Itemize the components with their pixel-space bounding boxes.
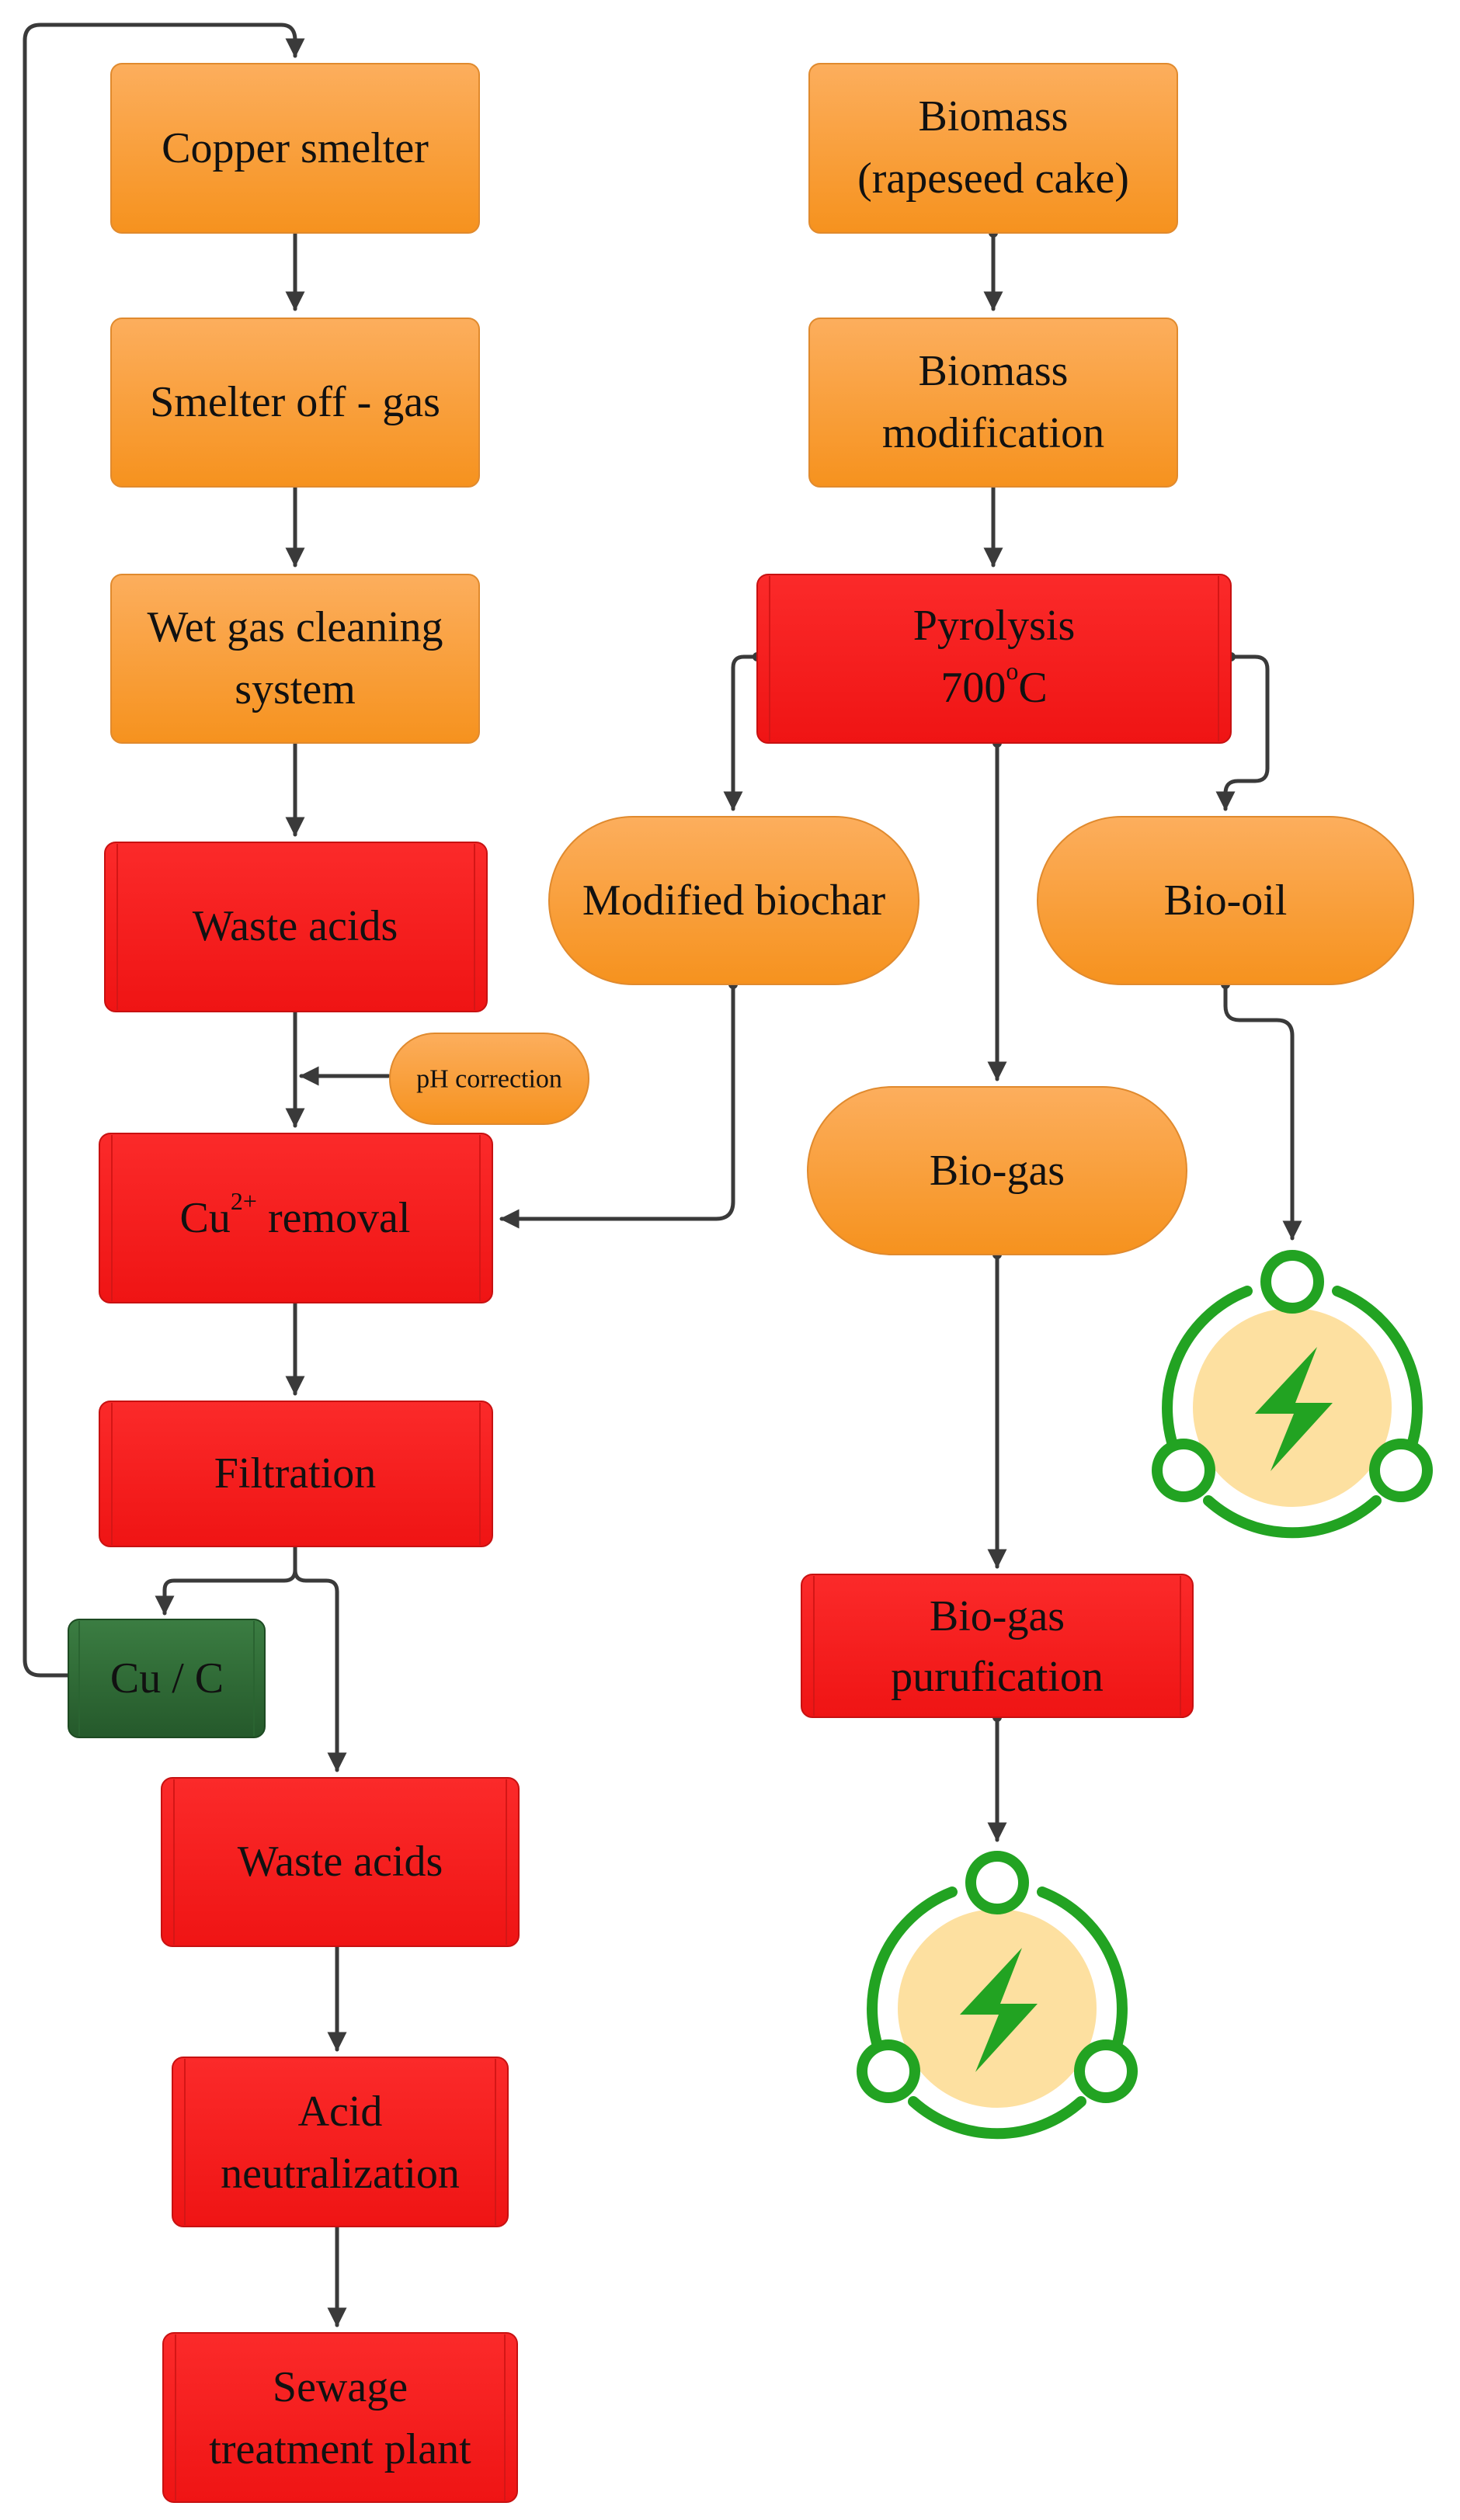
arrow-filtration-to-cuc xyxy=(155,1540,297,1616)
node-smelter-off-gas: Smelter off - gas xyxy=(110,318,480,488)
arrow-pyrolysis-to-biooil xyxy=(1215,654,1270,811)
removal-text: removal xyxy=(257,1194,410,1242)
node-label: Waste acids xyxy=(193,902,398,950)
node-label: Copper smelter xyxy=(162,124,429,172)
celsius-unit: C xyxy=(1018,664,1047,712)
node-label-line2: modification xyxy=(882,409,1104,457)
node-label: Cu2+ removal xyxy=(180,1187,411,1242)
charge-superscript: 2+ xyxy=(231,1187,257,1215)
node-label-line1: Sewage xyxy=(273,2363,408,2411)
node-filtration: Filtration xyxy=(99,1401,493,1547)
node-label-line1: Pyrolysis xyxy=(913,602,1076,650)
node-label: Cu / C xyxy=(110,1654,224,1703)
node-label: Bio-oil xyxy=(1164,876,1288,925)
node-label: Smelter off - gas xyxy=(150,378,440,426)
arrow-filtration-to-wasteacids2 xyxy=(293,1540,347,1772)
node-cu-removal: Cu2+ removal xyxy=(99,1133,493,1303)
node-bio-oil: Bio-oil xyxy=(1037,816,1414,985)
lightning-bolt-icon xyxy=(960,1948,1038,2072)
node-label: Filtration xyxy=(214,1449,376,1498)
node-label: pH correction xyxy=(416,1065,562,1094)
node-label-line1: Bio-gas xyxy=(930,1592,1065,1640)
node-label-line2: neutralization xyxy=(221,2150,460,2198)
connectors xyxy=(23,23,1302,2327)
degree-superscript: o xyxy=(1006,657,1018,685)
node-label: Bio-gas xyxy=(930,1147,1065,1195)
node-copper-smelter: Copper smelter xyxy=(110,63,480,234)
node-label-line1: Wet gas cleaning xyxy=(147,603,443,651)
arrow-pyrolysis-to-biochar xyxy=(723,654,760,811)
lightning-bolt-icon xyxy=(1255,1347,1333,1471)
node-waste-acids-2: Waste acids xyxy=(161,1777,520,1947)
node-biomass-modification: Biomass modification xyxy=(808,318,1178,488)
arrow-cuc-recycle-to-smelter xyxy=(23,23,305,1678)
node-sewage-treatment: Sewage treatment plant xyxy=(162,2332,518,2503)
node-label-line2: (rapeseed cake) xyxy=(857,154,1129,203)
node-ph-correction: pH correction xyxy=(389,1033,589,1125)
node-biomass: Biomass (rapeseed cake) xyxy=(808,63,1178,234)
temperature-value: 700 xyxy=(940,664,1006,712)
energy-icon xyxy=(1152,1250,1433,1539)
node-label: Modified biochar xyxy=(582,876,886,925)
node-pyrolysis: Pyrolysis 700oC xyxy=(756,574,1232,744)
node-label-line2: 700oC xyxy=(940,657,1047,712)
node-modified-biochar: Modified biochar xyxy=(548,816,919,985)
node-label-line2: purufication xyxy=(891,1653,1104,1701)
node-acid-neutralization: Acid neutralization xyxy=(172,2057,509,2227)
node-waste-acids-1: Waste acids xyxy=(104,842,488,1012)
cu-text: Cu xyxy=(180,1194,231,1242)
arrow-biooil-to-energy xyxy=(1223,982,1302,1241)
node-bio-gas: Bio-gas xyxy=(807,1086,1187,1255)
node-label-line2: system xyxy=(235,665,356,713)
node-cu-c: Cu / C xyxy=(68,1619,266,1738)
node-label-line1: Acid xyxy=(298,2088,383,2136)
node-label-line2: treatment plant xyxy=(209,2425,471,2473)
node-label: Waste acids xyxy=(238,1838,443,1886)
node-wet-gas-cleaning: Wet gas cleaning system xyxy=(110,574,480,744)
node-label-line1: Biomass xyxy=(919,347,1069,395)
arrow-biochar-to-curemoval xyxy=(499,982,735,1229)
energy-icon xyxy=(857,1851,1138,2140)
node-label-line1: Biomass xyxy=(919,92,1069,141)
node-bio-gas-purification: Bio-gas purufication xyxy=(801,1574,1194,1718)
